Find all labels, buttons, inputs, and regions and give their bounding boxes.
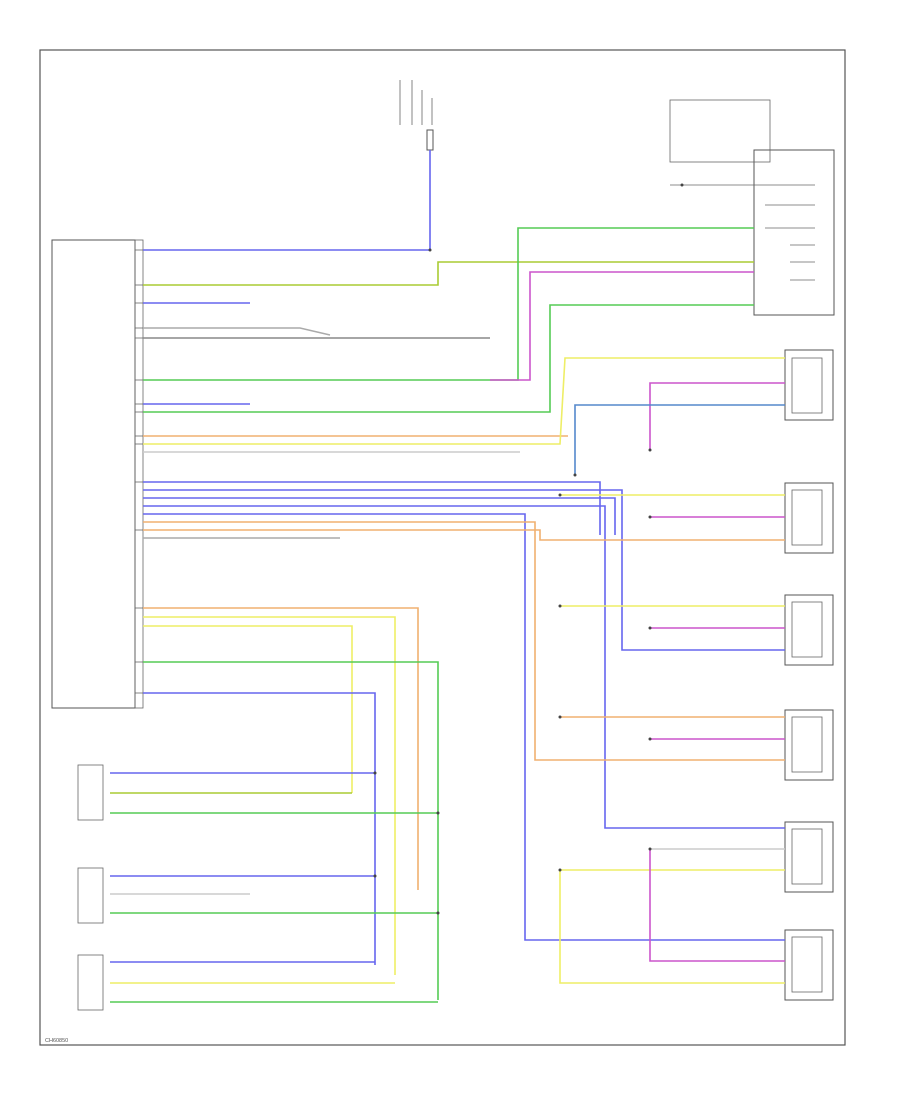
footer-code: CH60850	[45, 1038, 68, 1044]
wires	[110, 150, 815, 1003]
splice-points	[373, 183, 684, 915]
top-fuse-feed	[399, 80, 434, 151]
diagram-frame	[39, 49, 846, 1046]
sensor-connectors	[784, 349, 834, 1001]
parking-aid-module	[51, 239, 144, 709]
module-pin-ticks	[135, 249, 143, 694]
fuse-box-top	[669, 99, 771, 163]
ignition-switch	[753, 149, 835, 316]
rear-sensor-connectors	[77, 764, 104, 1011]
